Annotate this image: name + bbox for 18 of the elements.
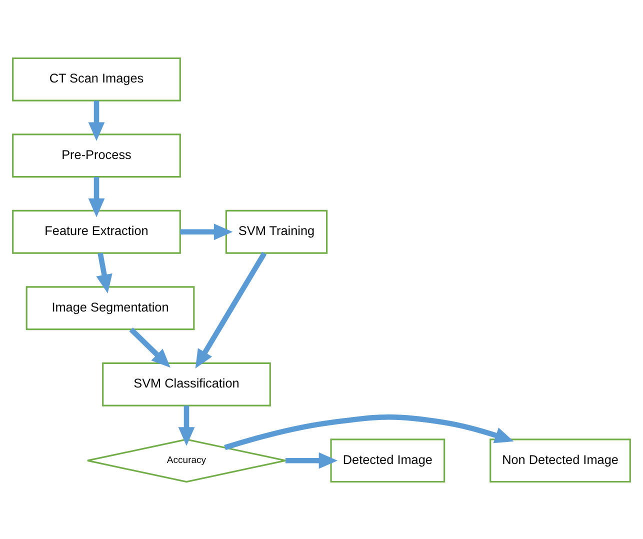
node-box: SVM Classification bbox=[102, 362, 271, 406]
node-box: SVM Training bbox=[225, 209, 328, 254]
arrow bbox=[195, 251, 267, 368]
node-box: Non Detected Image bbox=[490, 438, 631, 482]
arrow bbox=[224, 414, 514, 450]
arrow bbox=[286, 452, 338, 468]
node-box: Image Segmentation bbox=[26, 286, 195, 330]
node-box: Detected Image bbox=[330, 438, 446, 482]
arrow bbox=[178, 405, 195, 446]
arrow bbox=[96, 252, 112, 293]
arrow bbox=[180, 223, 233, 240]
node-diamond: Accuracy bbox=[86, 438, 286, 482]
node-box: Feature Extraction bbox=[12, 209, 181, 254]
arrow bbox=[88, 100, 105, 140]
node-box: Pre-Process bbox=[12, 133, 181, 178]
arrow bbox=[129, 327, 170, 368]
arrow bbox=[88, 176, 105, 217]
node-box: CT Scan Images bbox=[12, 56, 181, 101]
